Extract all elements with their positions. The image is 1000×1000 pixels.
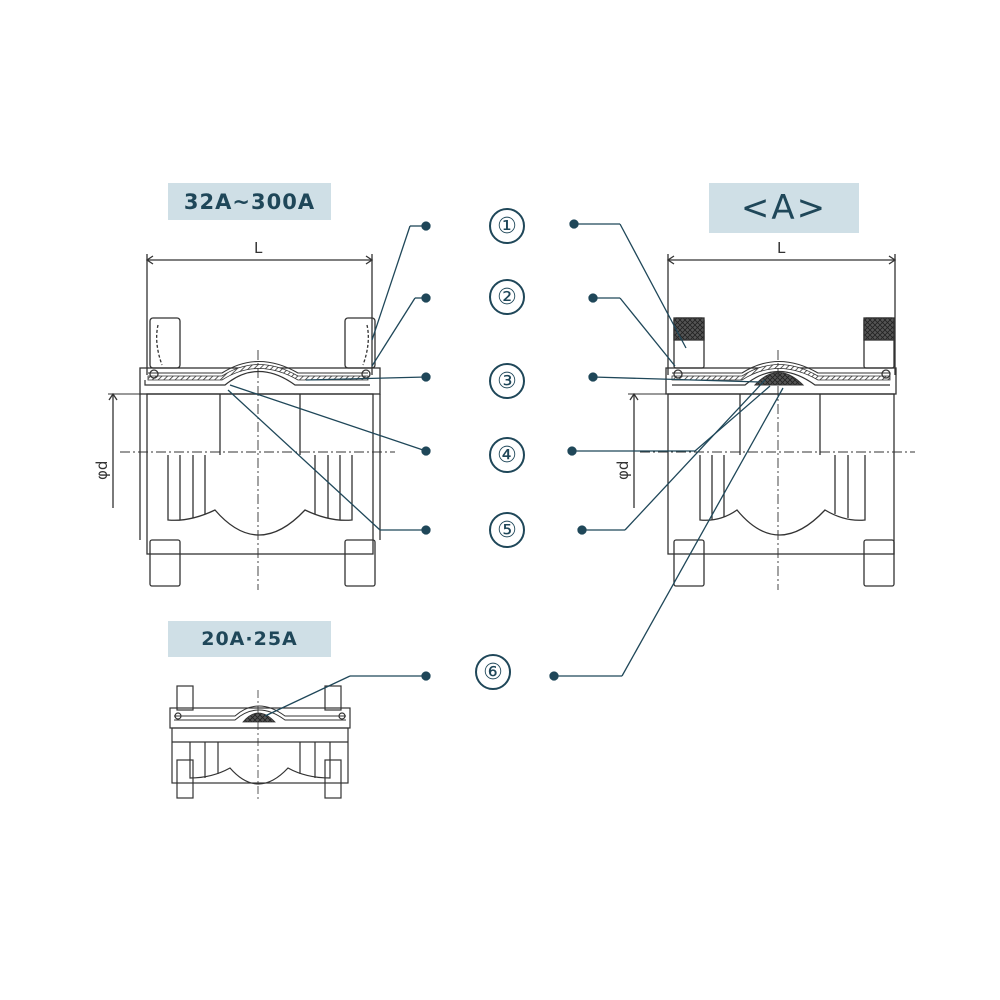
callout-4: ④ xyxy=(489,437,525,473)
joint-large xyxy=(108,254,395,590)
detail-label-a: <A> xyxy=(709,183,859,233)
dimension-length-right: L xyxy=(777,239,786,257)
callout-2: ② xyxy=(489,279,525,315)
callout-3: ③ xyxy=(489,363,525,399)
joint-small xyxy=(169,685,351,800)
callout-5: ⑤ xyxy=(489,512,525,548)
joint-detail-a xyxy=(628,254,915,590)
dimension-diameter-right: φd xyxy=(614,461,632,480)
leader-lines xyxy=(227,219,784,717)
dimension-length-left: L xyxy=(254,239,263,257)
range-label-large: 32A~300A xyxy=(168,183,331,220)
range-label-small: 20A·25A xyxy=(168,621,331,657)
callout-6: ⑥ xyxy=(475,654,511,690)
callout-1: ① xyxy=(489,208,525,244)
dimension-diameter-left: φd xyxy=(93,461,111,480)
